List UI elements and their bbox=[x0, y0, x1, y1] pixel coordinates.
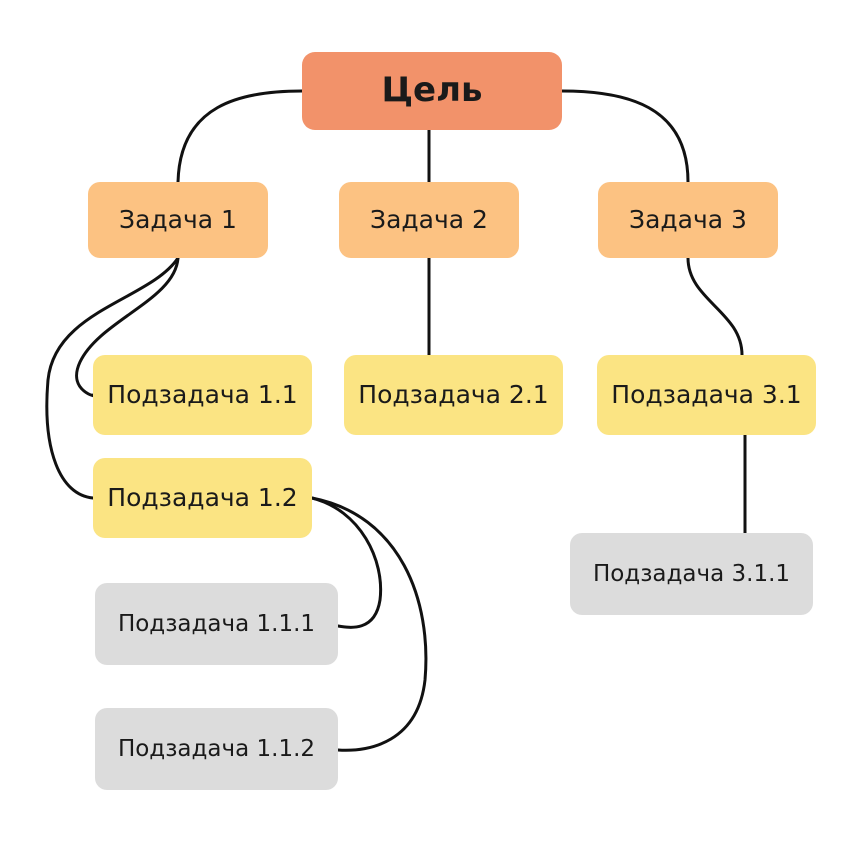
node-s311[interactable]: Подзадача 3.1.1 bbox=[570, 533, 813, 615]
node-goal[interactable]: Цель bbox=[302, 52, 562, 130]
node-label: Подзадача 1.1.2 bbox=[117, 735, 316, 762]
node-label: Задача 2 bbox=[370, 204, 488, 234]
node-label: Цель bbox=[381, 70, 483, 111]
node-s21[interactable]: Подзадача 2.1 bbox=[344, 355, 563, 435]
node-label: Подзадача 2.1 bbox=[358, 379, 549, 409]
node-s111[interactable]: Подзадача 1.1.1 bbox=[95, 583, 338, 665]
node-s31[interactable]: Подзадача 3.1 bbox=[597, 355, 816, 435]
node-s12[interactable]: Подзадача 1.2 bbox=[93, 458, 312, 538]
node-label: Задача 1 bbox=[119, 204, 237, 234]
node-t1[interactable]: Задача 1 bbox=[88, 182, 268, 258]
node-label: Подзадача 1.1.1 bbox=[117, 610, 316, 637]
node-s112[interactable]: Подзадача 1.1.2 bbox=[95, 708, 338, 790]
edge-goal-to-t1 bbox=[176, 89, 304, 184]
node-label: Задача 3 bbox=[629, 204, 747, 234]
node-label: Подзадача 3.1 bbox=[611, 379, 802, 409]
node-label: Подзадача 3.1.1 bbox=[592, 560, 791, 587]
node-s11[interactable]: Подзадача 1.1 bbox=[93, 355, 312, 435]
node-label: Подзадача 1.2 bbox=[107, 482, 298, 512]
node-t2[interactable]: Задача 2 bbox=[339, 182, 519, 258]
node-label: Подзадача 1.1 bbox=[107, 379, 298, 409]
edge-t3-to-s31 bbox=[686, 256, 744, 357]
edge-goal-to-t3 bbox=[560, 89, 690, 184]
node-t3[interactable]: Задача 3 bbox=[598, 182, 778, 258]
